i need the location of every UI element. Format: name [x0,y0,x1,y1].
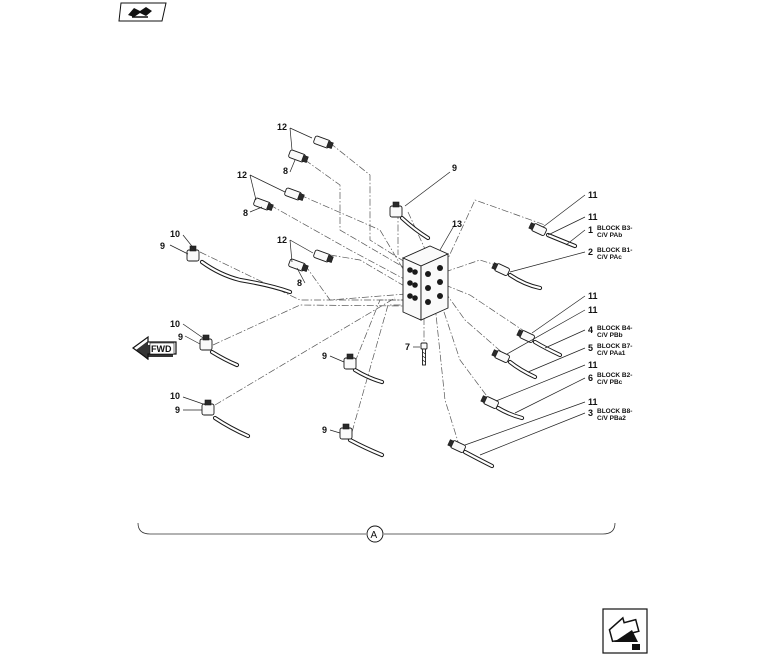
callout-11b: 11 [588,212,598,222]
callout-9a: 9 [160,241,165,251]
elbow-fittings [186,201,547,453]
fwd-label: FWD [151,344,172,354]
label-block-b3: BLOCK B3- [597,225,632,232]
callout-10b: 10 [170,319,180,329]
view-bracket: A [137,522,616,543]
callout-9b: 9 [178,332,183,342]
return-arrow-icon[interactable] [602,608,648,654]
view-label: A [371,530,378,541]
callout-8c: 8 [297,278,302,288]
callout-numbers: 12 8 12 8 12 8 10 9 10 9 10 9 9 13 7 9 9… [160,122,598,435]
label-block-b4: BLOCK B4- [597,325,632,332]
callout-13: 13 [452,219,462,229]
callout-11e: 11 [588,360,598,370]
callout-7: 7 [405,342,410,352]
label-cv-pac: C/V PAc [597,254,622,261]
label-block-b8: BLOCK B8- [597,408,632,415]
straight-fittings [253,135,334,272]
label-cv-pbc: C/V PBc [597,379,623,386]
label-block-b2: BLOCK B2- [597,372,632,379]
callout-11a: 11 [588,190,598,200]
callout-11c: 11 [588,291,598,301]
callout-12c: 12 [277,235,287,245]
leader-lines [169,127,586,456]
label-cv-pba2: C/V PBa2 [597,415,626,422]
callout-9-low: 9 [322,425,327,435]
callout-10c: 10 [170,391,180,401]
callout-1: 1 [588,225,593,235]
callout-9c: 9 [175,405,180,415]
callout-4: 4 [588,325,593,335]
valve-block [401,245,450,366]
callout-6: 6 [588,373,593,383]
callout-9-top: 9 [452,163,457,173]
callout-8b: 8 [243,208,248,218]
forward-direction-arrow: FWD [131,335,177,361]
callout-11d: 11 [588,305,598,315]
callout-8a: 8 [283,166,288,176]
callout-12b: 12 [237,170,247,180]
block-labels: BLOCK B3- C/V PAb BLOCK B1- C/V PAc BLOC… [597,225,632,422]
label-block-b7: BLOCK B7- [597,343,632,350]
callout-9-mid: 9 [322,351,327,361]
label-cv-pbb: C/V PBb [597,332,623,339]
bolt [420,342,428,366]
callout-12a: 12 [277,122,287,132]
previous-page-icon[interactable] [118,2,168,22]
callout-11f: 11 [588,397,598,407]
hoses [199,215,578,469]
callout-5: 5 [588,343,593,353]
callout-2: 2 [588,247,593,257]
callout-3: 3 [588,408,593,418]
label-cv-pab: C/V PAb [597,232,622,239]
callout-10a: 10 [170,229,180,239]
label-cv-paa1: C/V PAa1 [597,350,626,357]
label-block-b1: BLOCK B1- [597,247,632,254]
